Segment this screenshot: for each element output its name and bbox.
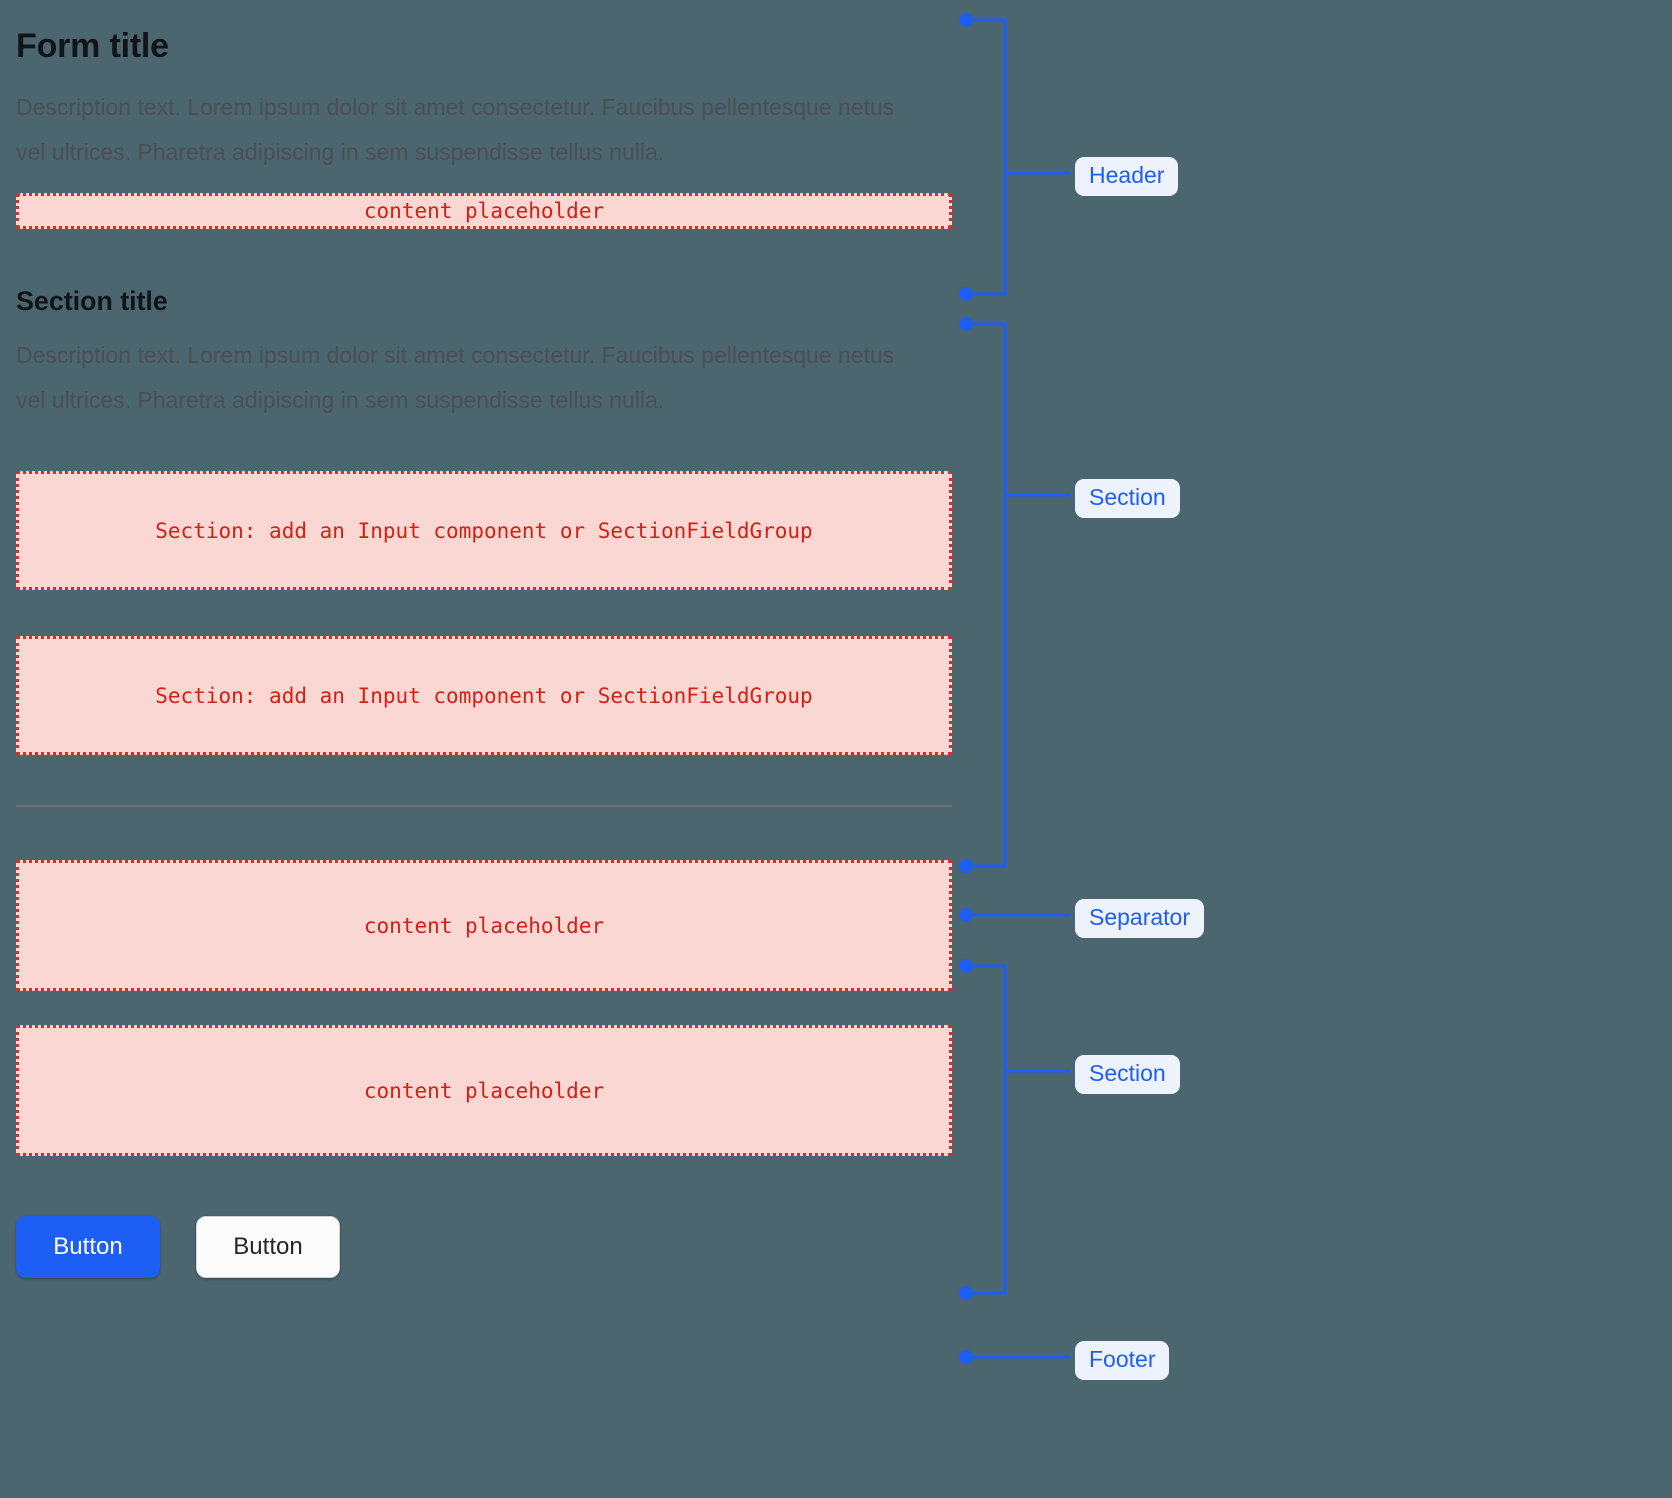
primary-button[interactable]: Button (16, 1216, 160, 1279)
section-description: Description text. Lorem ipsum dolor sit … (16, 342, 895, 414)
annotation-label-header: Header (1075, 157, 1179, 196)
annotation-label-footer: Footer (1075, 1341, 1170, 1380)
form-header-block: Form title Description text. Lorem ipsum… (16, 0, 952, 229)
section-two-block: content placeholder content placeholder (16, 860, 952, 1157)
form-footer: Button Button (16, 1216, 952, 1279)
form-content-column: Form title Description text. Lorem ipsum… (16, 0, 952, 1279)
page-title: Form title (16, 27, 169, 65)
annotation-label-section-two: Section (1075, 1055, 1180, 1094)
header-content-placeholder: content placeholder (16, 192, 952, 229)
section-field-placeholder: Section: add an Input component or Secti… (16, 636, 952, 756)
annotation-label-section-one: Section (1075, 479, 1180, 518)
section-title: Section title (16, 285, 168, 316)
section-one-block: Section title Description text. Lorem ip… (16, 285, 952, 756)
section-content-placeholder: content placeholder (16, 860, 952, 992)
separator (16, 805, 952, 808)
section-content-placeholder: content placeholder (16, 1025, 952, 1157)
secondary-button[interactable]: Button (196, 1216, 340, 1279)
form-description: Description text. Lorem ipsum dolor sit … (16, 93, 895, 165)
annotation-label-separator: Separator (1075, 899, 1205, 938)
section-field-placeholder: Section: add an Input component or Secti… (16, 471, 952, 591)
